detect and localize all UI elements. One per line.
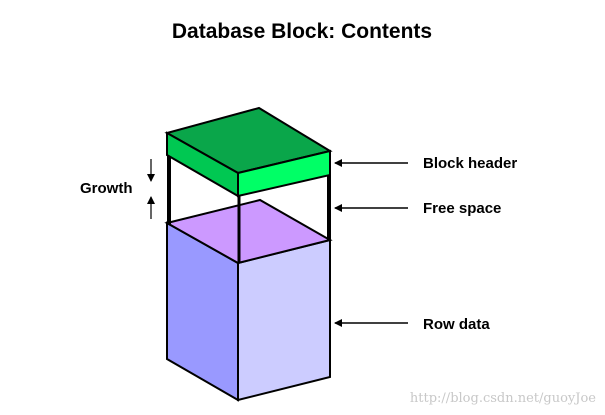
block-header-front-face <box>237 149 331 198</box>
row-data-block <box>164 198 333 402</box>
block-header-label: Block header <box>423 155 517 172</box>
watermark-text: http://blog.csdn.net/guoyJoe <box>410 391 596 406</box>
row-data-front-face <box>237 238 331 402</box>
free-space-posts <box>167 155 331 262</box>
growth-label: Growth <box>80 180 133 197</box>
diagram-title: Database Block: Contents <box>172 20 432 43</box>
row-data-label: Row data <box>423 316 490 333</box>
block-header-slab <box>164 106 333 198</box>
free-space-label: Free space <box>423 200 501 217</box>
